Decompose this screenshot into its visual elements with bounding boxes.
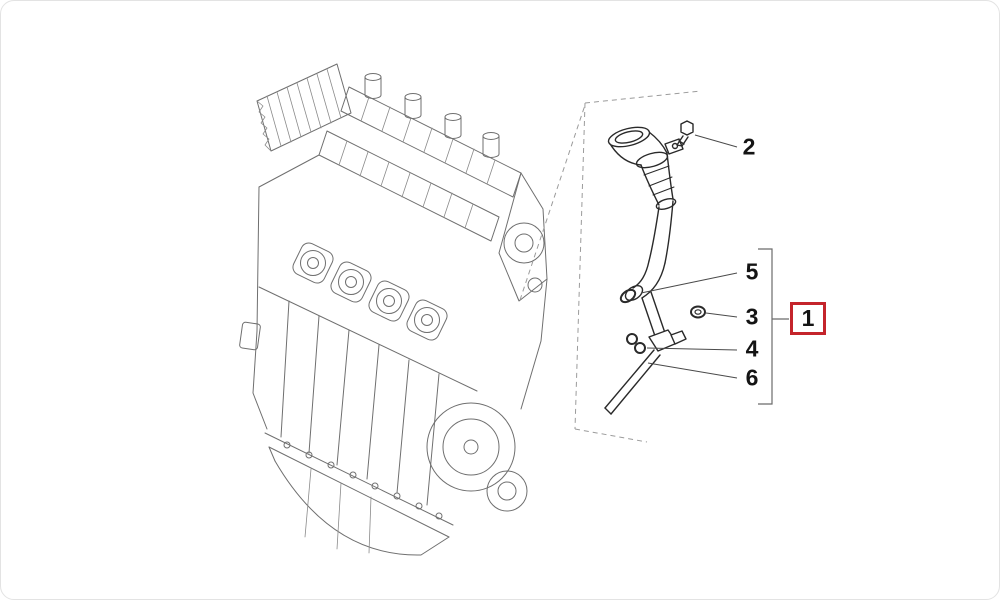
oil-pan	[264, 432, 454, 556]
leader-to-3	[705, 312, 738, 318]
leader-to-6	[647, 362, 738, 379]
callout-5[interactable]: 5	[745, 258, 759, 285]
callout-1-highlight-box[interactable]: 1	[790, 302, 826, 335]
leader-to-4	[646, 347, 738, 351]
hex-bolt	[676, 120, 694, 147]
callout-6[interactable]: 6	[745, 364, 759, 391]
engine-illustration	[239, 63, 548, 556]
link-line	[519, 104, 586, 301]
callout-2[interactable]: 2	[742, 133, 756, 160]
timing-cover	[256, 63, 352, 152]
assembly-illustration	[604, 120, 706, 415]
ignition-coils	[364, 73, 500, 158]
engine-block	[239, 286, 478, 506]
leader-to-2	[694, 134, 738, 148]
engine-end-face	[498, 172, 548, 410]
cylinder-head-ports	[256, 154, 448, 341]
elbow-oring	[619, 288, 637, 304]
oring-seals	[626, 333, 646, 354]
leader-lines	[640, 134, 738, 379]
bracket-line	[758, 248, 789, 405]
lower-run	[641, 291, 687, 352]
main-tube	[624, 200, 674, 302]
leader-to-5	[640, 272, 738, 294]
bellows-section	[640, 152, 677, 210]
dipstick-tube	[604, 349, 661, 415]
filler-neck	[607, 126, 684, 169]
pulleys	[426, 402, 528, 512]
callout-3[interactable]: 3	[745, 303, 759, 330]
grommet-seal	[690, 305, 706, 319]
cam-cover	[318, 86, 522, 242]
callout-1[interactable]: 1	[801, 305, 815, 331]
detail-boundary-dashed	[519, 90, 702, 443]
callout-4[interactable]: 4	[745, 335, 759, 362]
